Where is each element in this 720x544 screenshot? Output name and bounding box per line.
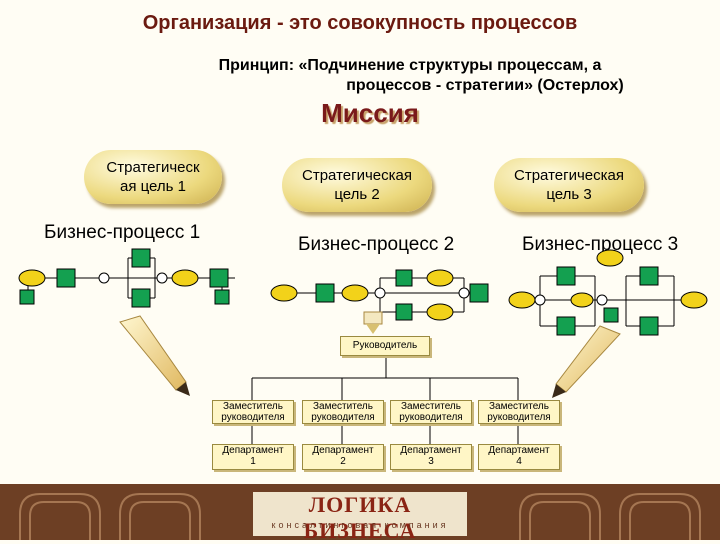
goal-3-line-2: цель 3 — [546, 186, 592, 203]
event-node — [426, 303, 454, 321]
function-node — [603, 307, 619, 323]
department-1-line-1: Департамент — [222, 445, 284, 456]
event-node — [426, 269, 454, 287]
business-process-3-label: Бизнес-процесс 3 — [522, 234, 679, 255]
deputy-box-3: Заместитель руководителя — [390, 400, 472, 424]
event-node — [18, 269, 46, 287]
strategic-goal-3: Стратегическая цель 3 — [494, 158, 644, 212]
pencil-icon-center — [363, 311, 383, 334]
department-box-4: Департамент 4 — [478, 444, 560, 470]
event-node — [341, 284, 369, 302]
logo-plate — [253, 492, 467, 536]
deputy-box-4: Заместитель руководителя — [478, 400, 560, 424]
mission-label: Миссия — [321, 98, 419, 128]
deputy-box-2: Заместитель руководителя — [302, 400, 384, 424]
event-node — [680, 291, 708, 309]
event-node — [508, 291, 536, 309]
connector-node — [534, 294, 546, 306]
department-3-line-1: Департамент — [400, 445, 462, 456]
org-head-box: Руководитель — [340, 336, 430, 356]
event-node — [171, 269, 199, 287]
process-flow-diagrams — [18, 248, 708, 444]
function-node — [469, 283, 489, 303]
function-node — [395, 269, 413, 287]
function-node — [556, 266, 576, 286]
deputy-1-line-1: Заместитель — [223, 401, 283, 412]
goal-1-line-1: Стратегическ — [106, 159, 200, 176]
department-1-line-2: 1 — [250, 456, 256, 467]
strategic-goal-2: Стратегическая цель 2 — [282, 158, 432, 212]
function-node — [315, 283, 335, 303]
deputy-2-line-2: руководителя — [311, 412, 375, 423]
connector-node — [374, 287, 386, 299]
principle-text: Принцип: «Подчинение структуры процессам… — [150, 56, 670, 96]
pencil-icon-left — [119, 315, 190, 396]
connector-node — [458, 287, 470, 299]
function-node — [131, 248, 151, 268]
deputy-box-1: Заместитель руководителя — [212, 400, 294, 424]
principle-line-2: процессов - стратегии» (Остерлох) — [346, 77, 624, 94]
principle-line-1: Принцип: «Подчинение структуры процессам… — [218, 57, 602, 74]
department-box-2: Департамент 2 — [302, 444, 384, 470]
department-2-line-1: Департамент — [312, 445, 374, 456]
connector-node — [156, 272, 168, 284]
footer-ornament — [19, 493, 701, 540]
event-node — [596, 249, 624, 267]
logo-title: ЛОГИКА БИЗНЕСА — [303, 492, 417, 543]
deputy-1-line-2: руководителя — [221, 412, 285, 423]
goal-1-line-2: ая цель 1 — [120, 178, 186, 195]
deputy-3-line-2: руководителя — [399, 412, 463, 423]
function-node — [131, 288, 151, 308]
function-node — [19, 289, 35, 305]
department-3-line-2: 3 — [428, 456, 434, 467]
goal-3-line-1: Стратегическая — [514, 167, 624, 184]
business-process-1-label: Бизнес-процесс 1 — [44, 222, 201, 243]
function-node — [209, 268, 229, 288]
event-node — [270, 284, 298, 302]
department-4-line-2: 4 — [516, 456, 522, 467]
goal-2-line-1: Стратегическая — [302, 167, 412, 184]
function-node — [556, 316, 576, 336]
department-2-line-2: 2 — [340, 456, 346, 467]
function-node — [395, 303, 413, 321]
pencil-icon-right — [552, 325, 621, 398]
connector-node — [98, 272, 110, 284]
department-box-1: Департамент 1 — [212, 444, 294, 470]
logo-subtitle: консалтинговая компания — [271, 520, 449, 530]
business-process-2-label: Бизнес-процесс 2 — [298, 234, 455, 255]
event-node — [570, 292, 594, 308]
function-node — [639, 316, 659, 336]
function-node — [56, 268, 76, 288]
deputy-3-line-1: Заместитель — [401, 401, 461, 412]
function-node — [639, 266, 659, 286]
strategic-goal-1: Стратегическ ая цель 1 — [84, 150, 222, 204]
deputy-4-line-1: Заместитель — [489, 401, 549, 412]
department-box-3: Департамент 3 — [390, 444, 472, 470]
goal-2-line-2: цель 2 — [334, 186, 380, 203]
department-4-line-1: Департамент — [488, 445, 550, 456]
slide-title: Организация - это совокупность процессов — [142, 12, 578, 34]
deputy-2-line-1: Заместитель — [313, 401, 373, 412]
deputy-4-line-2: руководителя — [487, 412, 551, 423]
function-node — [214, 289, 230, 305]
connector-node — [596, 294, 608, 306]
